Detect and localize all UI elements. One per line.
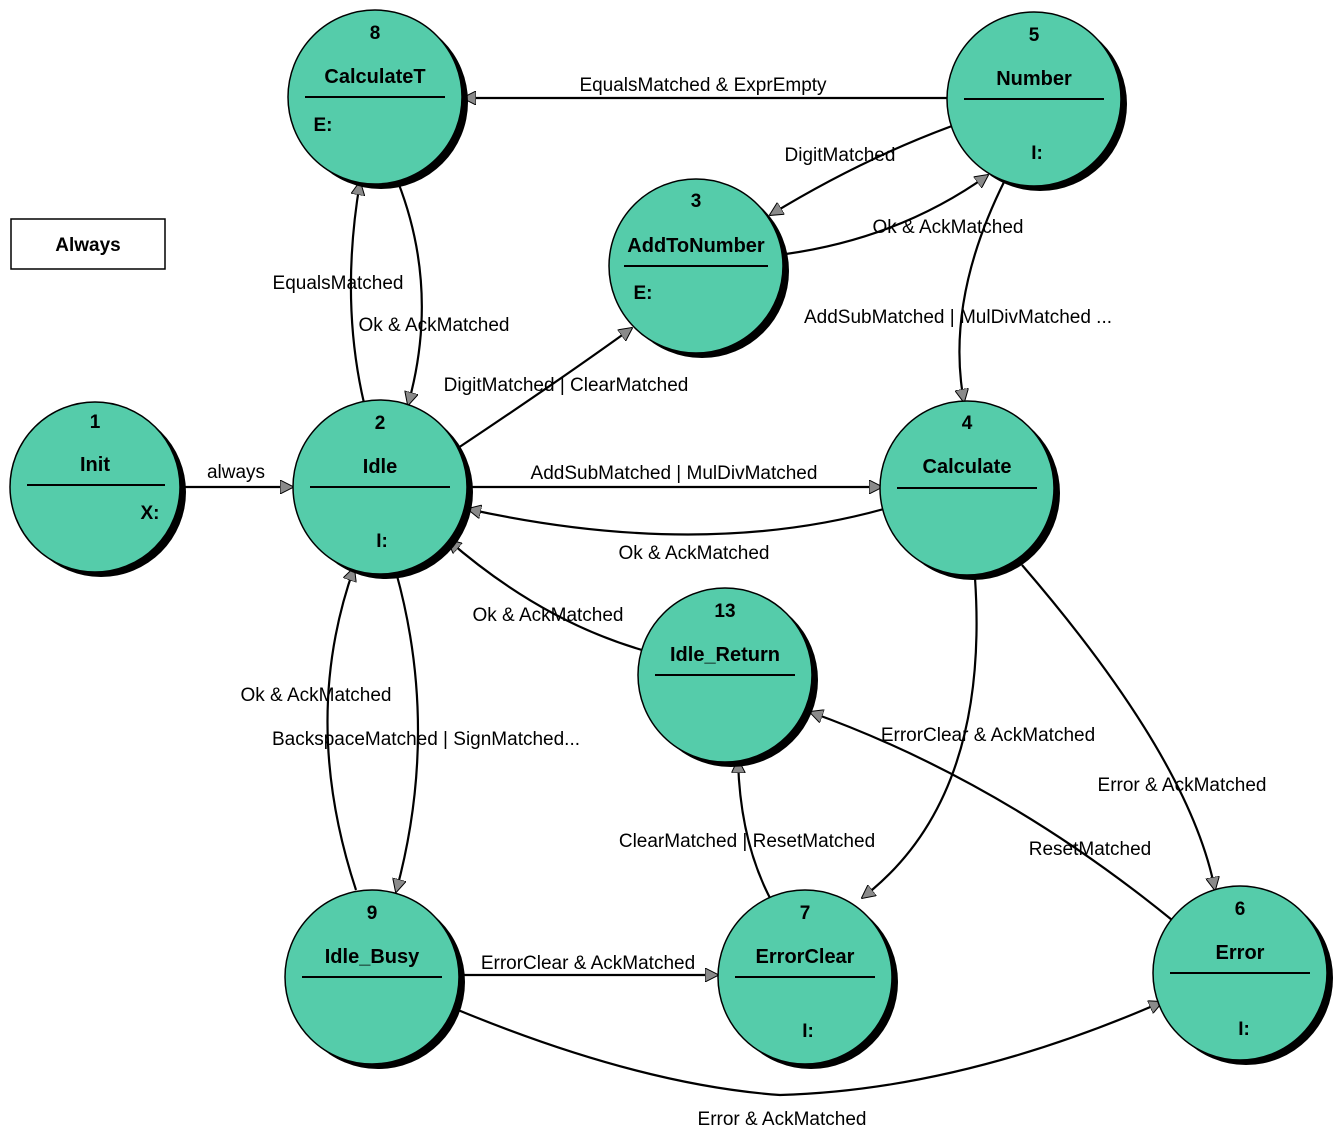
label-idle-to-calculate: AddSubMatched | MulDivMatched <box>531 463 818 484</box>
state-idlereturn-name: Idle_Return <box>670 644 780 666</box>
state-idle-name: Idle <box>363 456 397 478</box>
state-error: 6 Error I: <box>1152 885 1333 1065</box>
state-error-action: I: <box>1238 1019 1250 1040</box>
state-calculate: 4 Calculate <box>879 400 1060 580</box>
state-addtonumber: 3 AddToNumber E: <box>608 178 789 358</box>
label-idle-to-calculatet: EqualsMatched <box>273 273 404 294</box>
state-idlebusy: 9 Idle_Busy <box>284 889 465 1069</box>
state-init-number: 1 <box>90 412 101 433</box>
state-error-name: Error <box>1216 942 1265 964</box>
state-init-action: X: <box>141 503 160 524</box>
edge-idle-to-calculatet <box>349 182 364 404</box>
label-number-to-addtonumber: DigitMatched <box>785 145 896 166</box>
state-calculate-name: Calculate <box>923 456 1012 478</box>
state-number-number: 5 <box>1029 25 1040 46</box>
label-init-to-idle: always <box>207 462 265 483</box>
label-idlebusy-to-idle: Ok & AckMatched <box>240 685 391 706</box>
edge-addtonumber-to-number <box>785 175 988 256</box>
label-idlereturn-to-idle: Ok & AckMatched <box>472 605 623 626</box>
label-idlebusy-to-error: Error & AckMatched <box>698 1109 867 1130</box>
edge-idlebusy-to-idle <box>326 568 358 891</box>
label-errorclear-to-idlereturn: ClearMatched | ResetMatched <box>619 831 875 852</box>
label-idlebusy-to-errorclear: ErrorClear & AckMatched <box>481 953 695 974</box>
state-calculatet-name: CalculateT <box>324 66 425 88</box>
state-calculatet: 8 CalculateT E: <box>287 9 468 189</box>
state-number-name: Number <box>996 68 1072 90</box>
label-addtonumber-to-number: Ok & AckMatched <box>872 217 1023 238</box>
state-idlereturn: 13 Idle_Return <box>637 587 818 767</box>
state-calculatet-number: 8 <box>370 23 381 44</box>
edge-number-to-addtonumber <box>770 124 953 215</box>
edge-error-to-idlereturn <box>810 712 1173 921</box>
edge-idle-to-addtonumber <box>457 328 632 449</box>
label-number-to-calculate: AddSubMatched | MulDivMatched ... <box>804 307 1112 328</box>
state-addtonumber-number: 3 <box>691 191 702 212</box>
edge-calculate-to-errorclear <box>862 577 978 898</box>
label-idle-to-idlebusy: BackspaceMatched | SignMatched... <box>272 729 580 750</box>
state-idlebusy-name: Idle_Busy <box>325 946 420 968</box>
state-errorclear-number: 7 <box>800 903 811 924</box>
state-errorclear-action: I: <box>802 1021 814 1042</box>
edge-errorclear-to-idlereturn <box>738 760 771 899</box>
state-errorclear: 7 ErrorClear I: <box>717 889 898 1069</box>
edge-idle-to-idlebusy <box>396 571 420 892</box>
label-calculate-to-idle: Ok & AckMatched <box>618 543 769 564</box>
label-number-to-calculatet: EqualsMatched & ExprEmpty <box>579 75 827 96</box>
edge-idlereturn-to-idle <box>448 540 643 652</box>
transitions <box>180 98 1215 1097</box>
state-number-action: I: <box>1031 143 1043 164</box>
state-init-name: Init <box>80 454 110 476</box>
transition-labels: always EqualsMatched & ExprEmpty DigitMa… <box>207 75 1267 1130</box>
state-addtonumber-name: AddToNumber <box>627 235 765 257</box>
state-errorclear-name: ErrorClear <box>756 946 855 968</box>
edge-calculate-to-idle <box>468 509 885 536</box>
state-idle-action: I: <box>376 531 388 552</box>
state-error-number: 6 <box>1235 899 1246 920</box>
state-idlereturn-number: 13 <box>714 601 735 622</box>
legend-always: Always <box>10 218 166 270</box>
state-number: 5 Number I: <box>946 11 1127 191</box>
edge-idlebusy-to-error <box>457 1002 1162 1097</box>
legend-label: Always <box>55 235 120 256</box>
state-addtonumber-action: E: <box>634 283 653 304</box>
state-calculatet-action: E: <box>314 115 333 136</box>
state-idle: 2 Idle I: <box>292 399 473 579</box>
state-idlebusy-number: 9 <box>367 903 378 924</box>
state-idle-number: 2 <box>375 413 386 434</box>
edge-calculate-to-error <box>1021 564 1215 890</box>
label-calculate-to-error: Error & AckMatched <box>1098 775 1267 796</box>
edge-calculatet-to-idle <box>396 181 423 405</box>
label-error-to-idlereturn: ResetMatched <box>1029 839 1152 860</box>
state-calculate-number: 4 <box>962 413 973 434</box>
label-calculate-to-errorclear: ErrorClear & AckMatched <box>881 725 1095 746</box>
label-calculatet-to-idle: Ok & AckMatched <box>358 315 509 336</box>
label-idle-to-addtonumber: DigitMatched | ClearMatched <box>444 375 689 396</box>
edge-number-to-calculate <box>959 179 1006 402</box>
state-init: 1 Init X: <box>9 401 186 577</box>
